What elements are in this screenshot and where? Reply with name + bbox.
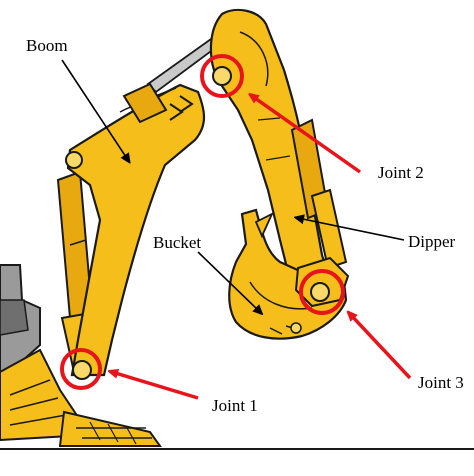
pin-joint-1	[72, 360, 92, 380]
boom-label: Boom	[26, 36, 68, 55]
joint-1-arrow	[112, 372, 199, 400]
boom-arm	[66, 83, 206, 377]
bucket-cylinder	[290, 118, 348, 270]
base-frame	[58, 410, 162, 447]
dipper-label: Dipper	[408, 232, 456, 251]
joint-1-label: Joint 1	[212, 396, 258, 415]
bucket-label: Bucket	[153, 233, 201, 252]
boom-pointer	[61, 59, 128, 160]
joint-2-arrow	[252, 96, 362, 174]
joint-pins	[65, 66, 330, 380]
pin-joint-2	[212, 66, 232, 86]
pin-joint-3	[310, 282, 330, 302]
joint-arrows	[112, 96, 412, 400]
joint-2-label: Joint 2	[378, 163, 424, 182]
pin-boom-cylinder-top	[65, 151, 83, 169]
pin-link	[290, 322, 302, 334]
machine-body	[0, 264, 82, 442]
joint-1-marker	[60, 348, 102, 390]
crowd-cylinder	[122, 82, 168, 124]
joint-3-label: Joint 3	[418, 373, 464, 392]
joint-3-arrow	[350, 314, 412, 380]
label-pointers	[61, 59, 405, 312]
joint-markers	[60, 54, 345, 390]
bucket-pointer	[197, 251, 260, 312]
dipper-pointer	[298, 218, 405, 241]
joint-3-marker	[299, 269, 345, 315]
joint-2-marker	[200, 54, 244, 98]
